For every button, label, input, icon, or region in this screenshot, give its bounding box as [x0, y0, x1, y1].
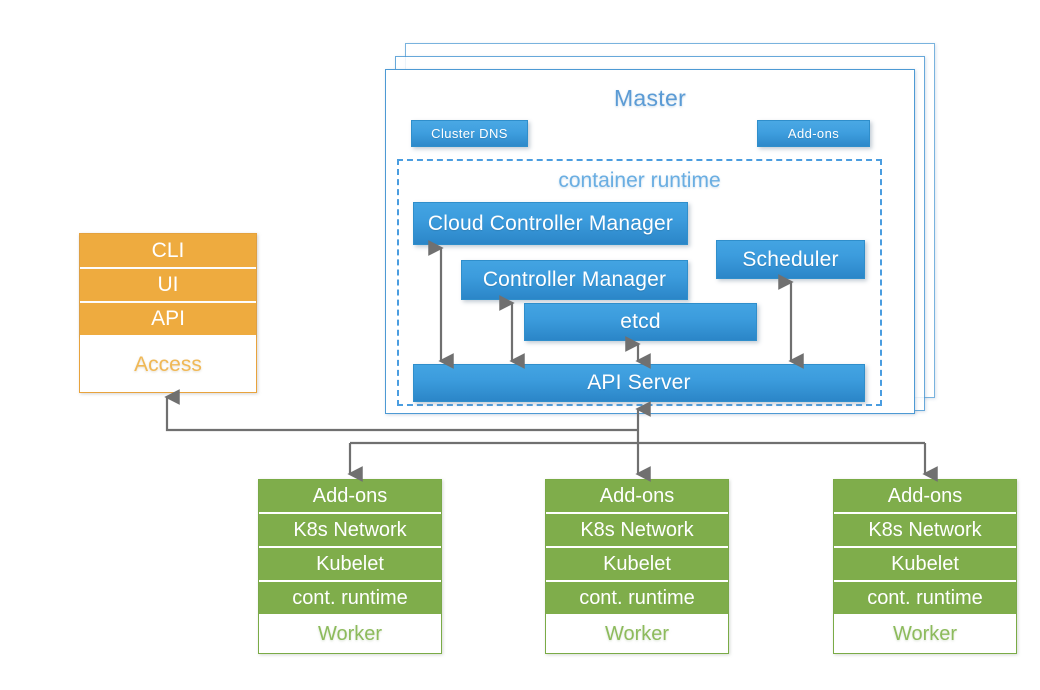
controller-manager-label: Controller Manager [482, 268, 667, 291]
worker1-addons-label: Add-ons [312, 484, 388, 507]
access-panel: CLI UI API Access [79, 233, 257, 393]
access-bar-api[interactable]: API [80, 303, 256, 337]
worker3-bar-kubelet[interactable]: Kubelet [834, 548, 1016, 582]
worker2-bar-runtime[interactable]: cont. runtime [546, 582, 728, 616]
cloud-controller-manager-box[interactable]: Cloud Controller Manager [413, 202, 688, 245]
worker2-bar-network[interactable]: K8s Network [546, 514, 728, 548]
worker3-network-label: K8s Network [868, 518, 982, 541]
worker3-bar-runtime[interactable]: cont. runtime [834, 582, 1016, 616]
access-bar-ui[interactable]: UI [80, 269, 256, 303]
etcd-box[interactable]: etcd [524, 303, 757, 341]
worker2-footer: Worker [546, 616, 728, 653]
api-server-label: API Server [587, 371, 691, 394]
access-bar-cli[interactable]: CLI [80, 234, 256, 269]
worker1-footer-label: Worker [317, 623, 383, 645]
worker3-footer-label: Worker [892, 623, 958, 645]
access-api-label: API [151, 307, 185, 330]
controller-manager-box[interactable]: Controller Manager [461, 260, 688, 300]
etcd-label: etcd [620, 310, 661, 333]
worker3-bar-addons[interactable]: Add-ons [834, 480, 1016, 514]
master-addons-label: Add-ons [787, 126, 840, 141]
master-addons-box[interactable]: Add-ons [757, 120, 870, 147]
worker3-bar-network[interactable]: K8s Network [834, 514, 1016, 548]
worker1-bar-network[interactable]: K8s Network [259, 514, 441, 548]
access-ui-label: UI [157, 273, 179, 296]
worker2-bar-kubelet[interactable]: Kubelet [546, 548, 728, 582]
worker1-network-label: K8s Network [293, 518, 407, 541]
master-title: Master [613, 85, 687, 111]
worker2-bar-addons[interactable]: Add-ons [546, 480, 728, 514]
access-footer-label: Access [134, 352, 202, 376]
worker-node-1: Add-ons K8s Network Kubelet cont. runtim… [258, 479, 442, 654]
worker3-addons-label: Add-ons [887, 484, 963, 507]
worker2-kubelet-label: Kubelet [603, 552, 671, 575]
worker3-kubelet-label: Kubelet [891, 552, 959, 575]
cloud-controller-manager-label: Cloud Controller Manager [427, 211, 674, 235]
cluster-dns-label: Cluster DNS [431, 126, 508, 141]
scheduler-label: Scheduler [742, 247, 839, 271]
access-cli-label: CLI [151, 238, 185, 262]
container-runtime-title: container runtime [558, 169, 721, 192]
worker1-footer: Worker [259, 616, 441, 653]
api-server-box[interactable]: API Server [413, 364, 865, 402]
worker-node-3: Add-ons K8s Network Kubelet cont. runtim… [833, 479, 1017, 654]
worker3-footer: Worker [834, 616, 1016, 653]
worker1-bar-runtime[interactable]: cont. runtime [259, 582, 441, 616]
worker2-runtime-label: cont. runtime [579, 586, 695, 609]
worker1-bar-kubelet[interactable]: Kubelet [259, 548, 441, 582]
worker3-runtime-label: cont. runtime [867, 586, 983, 609]
worker-node-2: Add-ons K8s Network Kubelet cont. runtim… [545, 479, 729, 654]
worker2-footer-label: Worker [604, 623, 670, 645]
worker2-addons-label: Add-ons [599, 484, 675, 507]
worker1-runtime-label: cont. runtime [292, 586, 408, 609]
worker2-network-label: K8s Network [580, 518, 694, 541]
scheduler-box[interactable]: Scheduler [716, 240, 865, 279]
worker1-kubelet-label: Kubelet [316, 552, 384, 575]
access-footer: Access [80, 337, 256, 392]
worker1-bar-addons[interactable]: Add-ons [259, 480, 441, 514]
cluster-dns-box[interactable]: Cluster DNS [411, 120, 528, 147]
